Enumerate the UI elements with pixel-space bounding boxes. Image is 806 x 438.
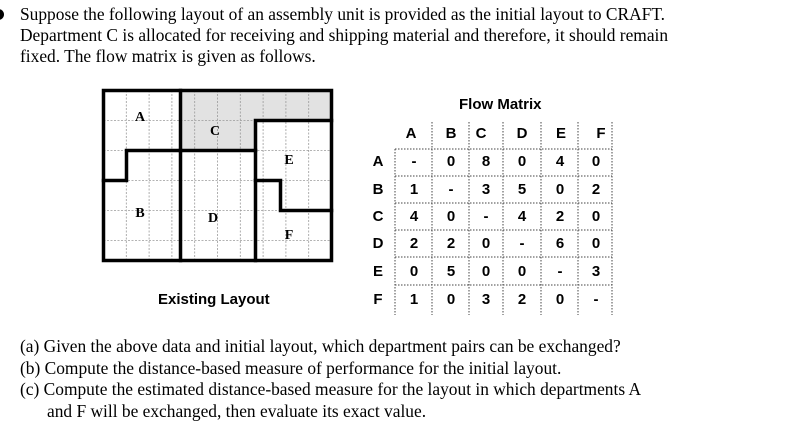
matrix-cell: 2 (591, 181, 601, 198)
dept-label-d: D (208, 211, 218, 226)
matrix-cell: - (593, 291, 599, 308)
matrix-cell: 2 (555, 208, 565, 225)
matrix-cell: - (519, 235, 525, 252)
matrix-cell: 0 (517, 153, 527, 170)
matrix-cell: 0 (409, 263, 419, 280)
intro-line: Suppose the following layout of an assem… (20, 4, 665, 24)
dept-label-a: A (135, 110, 146, 125)
matrix-cell: 4 (517, 208, 527, 225)
matrix-cell: 2 (446, 235, 456, 252)
matrix-cell: 2 (517, 291, 527, 308)
matrix-cell: 0 (446, 153, 456, 170)
matrix-cell: - (483, 208, 489, 225)
department-boundaries (101, 88, 334, 263)
matrix-row-header: B (372, 181, 384, 198)
matrix-cell: 8 (481, 153, 491, 170)
intro-line: fixed. The flow matrix is given as follo… (20, 46, 316, 66)
question-c-continued: and F will be exchanged, then evaluate i… (47, 400, 427, 421)
matrix-cell: 4 (409, 208, 419, 225)
matrix-row-header: F (373, 291, 383, 308)
matrix-cell: - (448, 181, 454, 198)
matrix-col-header: E (555, 125, 566, 142)
matrix-cell: 1 (409, 291, 419, 308)
dept-label-f: F (285, 228, 294, 243)
questions-list: (a) Given the above data and initial lay… (20, 336, 800, 422)
matrix-cell: 0 (555, 181, 565, 198)
matrix-cell: 3 (481, 181, 491, 198)
layout-caption: Existing Layout (158, 291, 270, 308)
intro-paragraph: Suppose the following layout of an assem… (20, 4, 800, 67)
existing-layout-diagram: A C E B D F (101, 88, 334, 263)
matrix-cell: 0 (481, 235, 491, 252)
matrix-cell: 3 (481, 291, 491, 308)
matrix-cell: 0 (591, 235, 601, 252)
dept-label-e: E (284, 153, 293, 168)
matrix-col-header: D (516, 125, 528, 142)
matrix-cell: 0 (591, 153, 601, 170)
matrix-cell: 0 (446, 291, 456, 308)
question-a: (a) Given the above data and initial lay… (20, 336, 621, 356)
matrix-row-header: C (372, 208, 384, 225)
matrix-cell: 2 (409, 235, 419, 252)
matrix-cell: 0 (591, 208, 601, 225)
question-b: (b) Compute the distance-based measure o… (20, 357, 562, 378)
matrix-cell: 5 (446, 263, 456, 280)
question-c: (c) Compute the estimated distance-based… (20, 379, 642, 399)
matrix-cell: 0 (517, 263, 527, 280)
dept-label-b: B (135, 206, 144, 221)
matrix-col-header: A (405, 125, 417, 142)
matrix-cell: - (557, 263, 563, 280)
matrix-row-header: E (372, 263, 383, 280)
matrix-cell: 5 (517, 181, 527, 198)
matrix-row-header: A (372, 153, 384, 170)
dept-label-c: C (210, 124, 220, 139)
matrix-cell: 0 (446, 208, 456, 225)
layout-grid (103, 90, 332, 261)
intro-line: Department C is allocated for receiving … (20, 25, 669, 45)
matrix-cell: 0 (555, 291, 565, 308)
matrix-col-header: F (596, 125, 606, 142)
matrix-cell: 1 (409, 181, 419, 198)
matrix-row-header: D (372, 235, 384, 252)
matrix-title: Flow Matrix (459, 96, 542, 113)
matrix-col-header: C (475, 125, 487, 142)
matrix-col-header: B (445, 125, 457, 142)
bullet-icon (0, 9, 4, 20)
matrix-cell: 6 (555, 235, 565, 252)
matrix-cell: 4 (555, 153, 565, 170)
matrix-cell: 0 (481, 263, 491, 280)
matrix-cell: - (411, 153, 417, 170)
matrix-cell: 3 (591, 263, 601, 280)
